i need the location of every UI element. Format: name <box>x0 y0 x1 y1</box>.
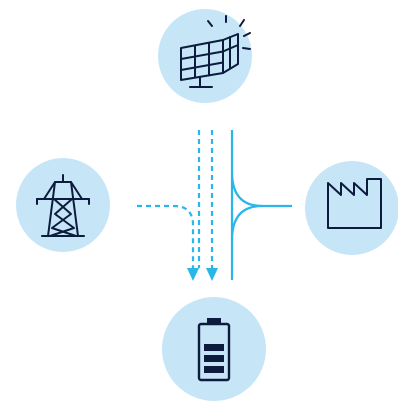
arrow-heads <box>187 268 218 281</box>
arrow-head-2 <box>206 268 218 281</box>
factory-branch-lower <box>230 204 263 241</box>
factory-icon <box>327 178 382 229</box>
power-tower-icon <box>36 174 90 237</box>
factory-node <box>305 161 398 255</box>
flow-lines <box>137 130 292 280</box>
battery-icon <box>197 318 231 382</box>
grid-node <box>16 158 110 252</box>
battery-cell-3 <box>204 366 224 373</box>
battery-cell-1 <box>204 344 224 351</box>
grid-to-battery-flow <box>137 204 195 268</box>
solar-panel-icon <box>180 15 251 88</box>
arrow-head-1 <box>187 268 199 281</box>
battery-cell-2 <box>204 355 224 362</box>
factory-branch-upper <box>230 171 292 208</box>
